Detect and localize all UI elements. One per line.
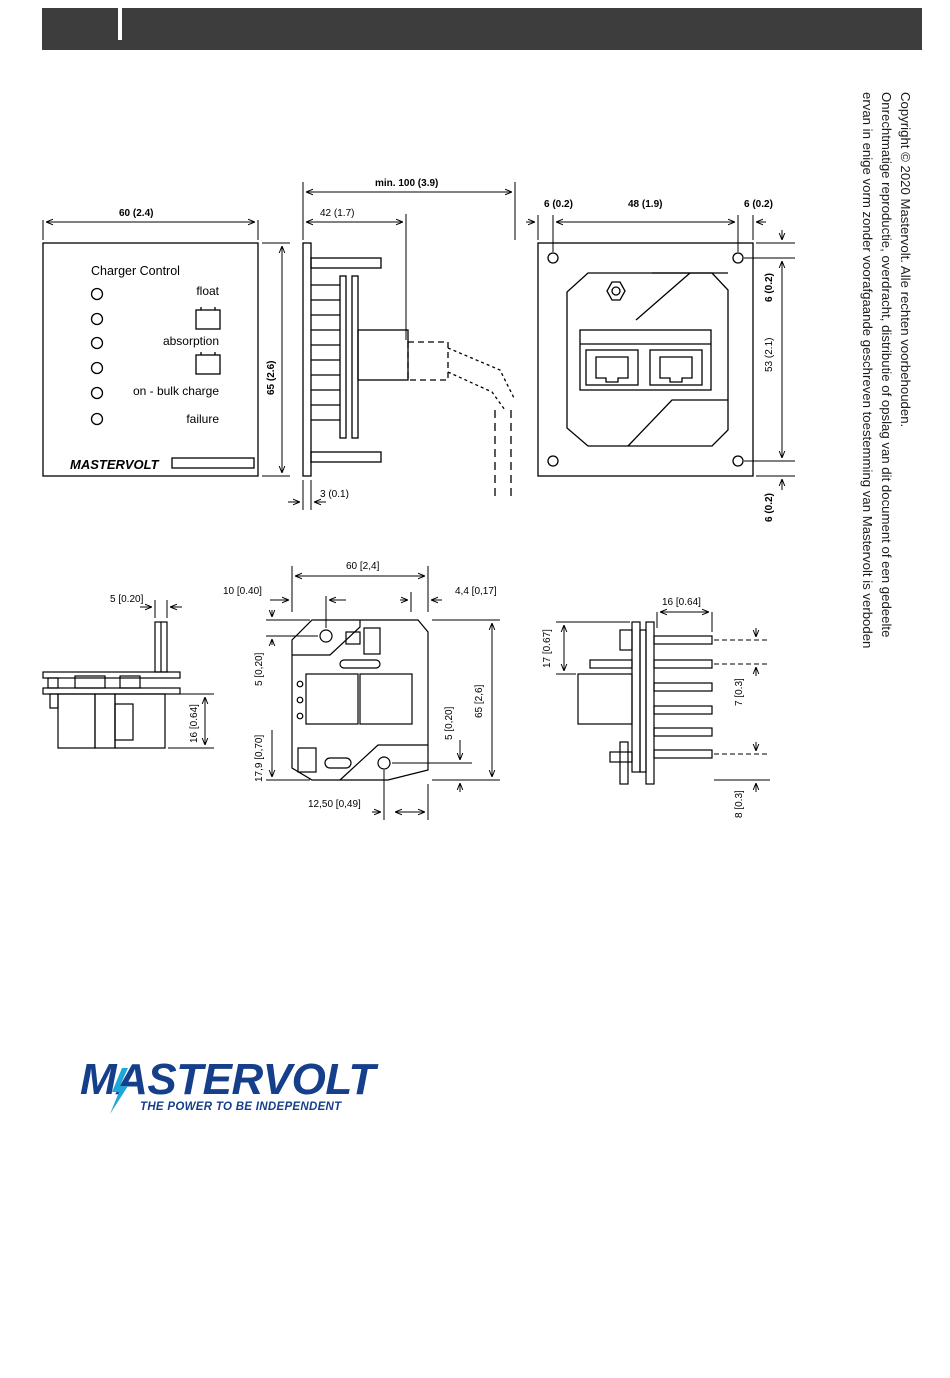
pcb-top-height-dim: 65 [2,6] <box>474 684 485 718</box>
pcb-end-top-dim: 16 [0.64] <box>662 597 701 608</box>
pcb-side-view <box>42 600 214 749</box>
pcb-side-height-dim: 16 [0.64] <box>189 704 200 743</box>
led-label-float: float <box>196 284 219 298</box>
pcb-end-pitch-dim: 7 [0.3] <box>734 678 745 706</box>
pcb-end-bottom-dim: 8 [0.3] <box>734 790 745 818</box>
back-dim-left: 6 (0.2) <box>544 199 573 210</box>
copyright-line-3: ervan in enige vorm zonder voorafgaande … <box>860 92 875 649</box>
pcb-top-bottom-dim: 12,50 [0,49] <box>308 799 361 810</box>
header-bar <box>42 8 922 50</box>
panel-front-title: Charger Control <box>91 264 180 278</box>
panel-front-view <box>42 220 290 477</box>
back-dim-middle: 48 (1.9) <box>628 199 662 210</box>
led-label-failure: failure <box>186 412 219 426</box>
logo-tagline: THE POWER TO BE INDEPENDENT <box>140 1101 342 1113</box>
back-dim-mid-v: 53 (2.1) <box>764 338 775 372</box>
pcb-top-v-inner-dim: 5 [0,20] <box>444 706 455 740</box>
mastervolt-logo: MASTERVOLT THE POWER TO BE INDEPENDENT <box>80 1058 380 1118</box>
pcb-top-left-dim: 10 [0.40] <box>223 586 262 597</box>
led-label-absorption: absorption <box>163 334 219 348</box>
led-label-bulk-charge: on - bulk charge <box>133 384 219 398</box>
back-dim-bottom-v: 6 (0.2) <box>764 493 775 522</box>
side-thickness-dim: 3 (0.1) <box>320 489 349 500</box>
pcb-side-top-dim: 5 [0.20] <box>110 594 144 605</box>
copyright-line-2: Onrechtmatige reproductie, overdracht, d… <box>879 92 894 638</box>
side-depth-dim: 42 (1.7) <box>320 208 354 219</box>
panel-front-width-dim: 60 (2.4) <box>119 208 153 219</box>
back-dim-top-v: 6 (0.2) <box>764 273 775 302</box>
copyright-notice: Copyright © 2020 Mastervolt. Alle rechte… <box>845 92 915 792</box>
pcb-top-v-top-dim: 5 [0,20] <box>254 652 265 686</box>
copyright-line-1: Copyright © 2020 Mastervolt. Alle rechte… <box>898 92 913 428</box>
panel-front-height-dim: 65 (2.6) <box>266 361 277 395</box>
pcb-end-view <box>556 612 770 792</box>
pcb-top-right-dim: 4,4 [0,17] <box>455 586 497 597</box>
pcb-top-v-bottom-dim: 17,9 [0,70] <box>254 735 265 782</box>
panel-back-view <box>526 215 795 490</box>
logo-wordmark: MASTERVOLT <box>80 1055 375 1104</box>
header-tab-marker <box>118 8 122 40</box>
panel-side-view <box>288 182 516 510</box>
pcb-top-view <box>266 566 500 820</box>
back-dim-right: 6 (0.2) <box>744 199 773 210</box>
side-min-length-dim: min. 100 (3.9) <box>375 178 438 189</box>
lightning-bolt-icon <box>110 1068 128 1114</box>
panel-front-brand: MASTERVOLT <box>70 457 160 472</box>
pcb-end-left-dim: 17 [0.67] <box>542 629 553 668</box>
pcb-top-width-dim: 60 [2,4] <box>346 561 380 572</box>
